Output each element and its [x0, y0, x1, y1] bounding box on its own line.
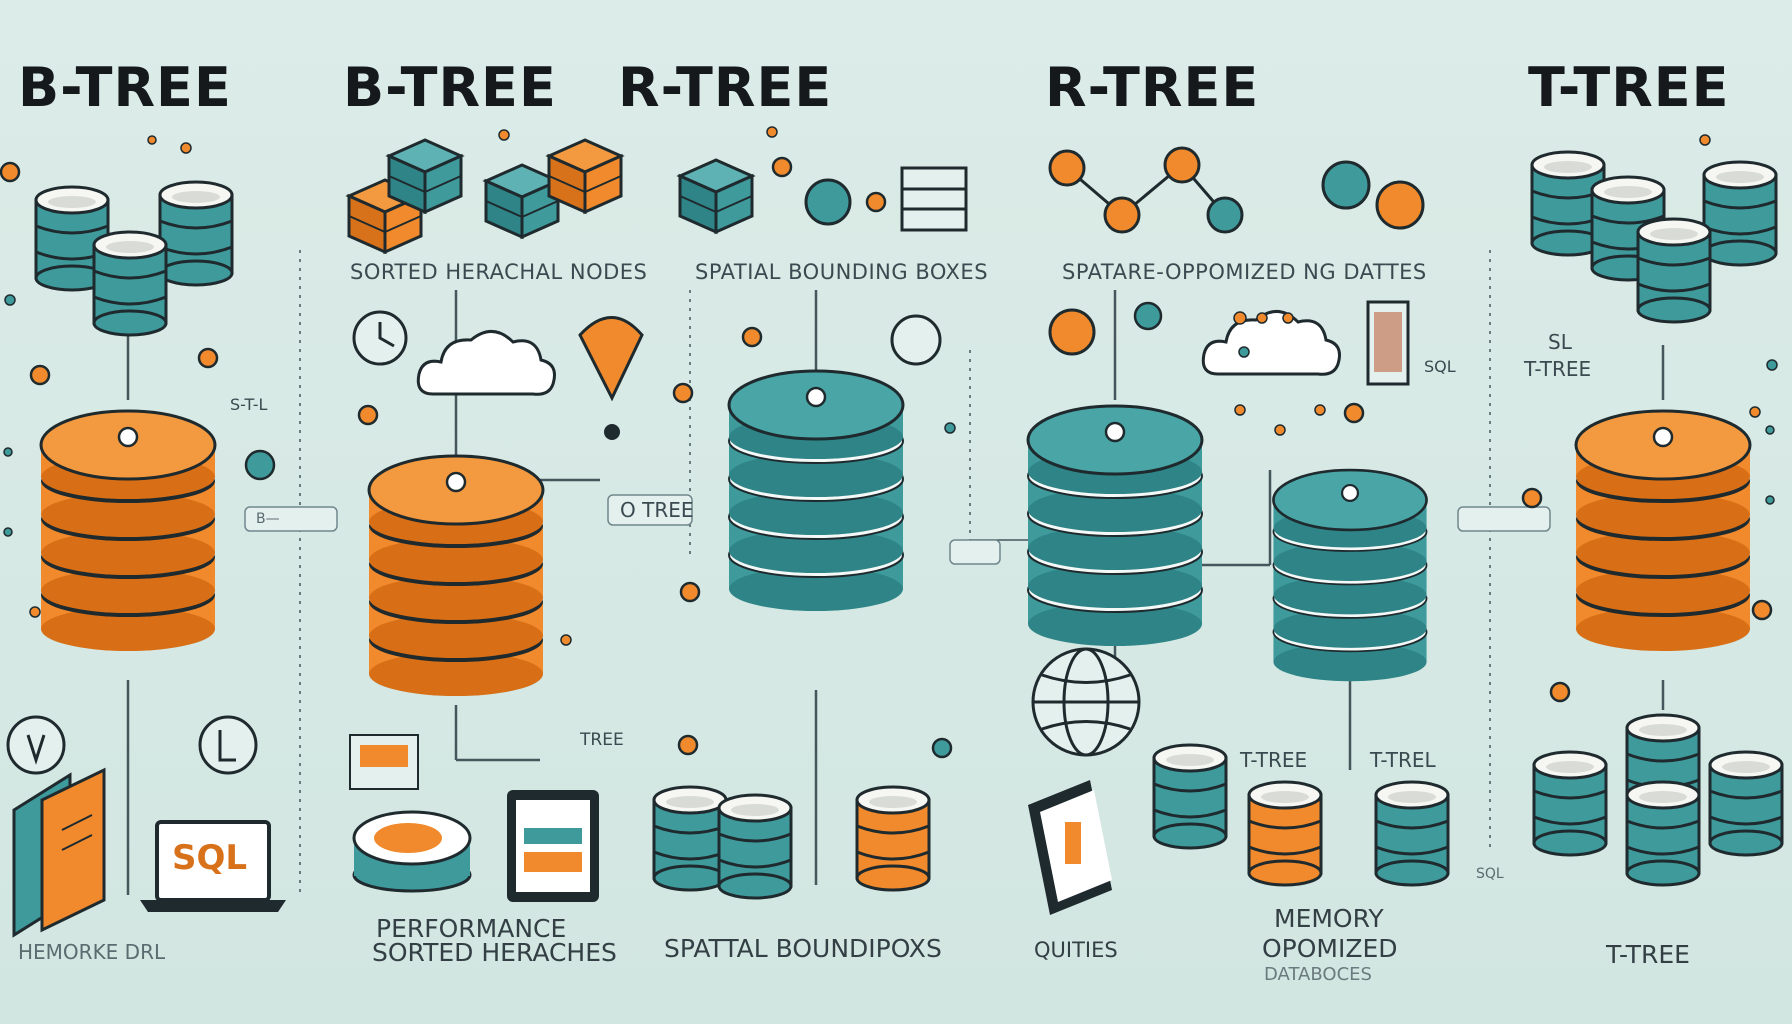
link-tags	[244, 494, 1551, 565]
laptop-icon	[140, 820, 286, 912]
col4-teal-stack-b	[1272, 468, 1428, 683]
col2-decor	[352, 310, 701, 603]
col1-db-cluster	[34, 180, 234, 337]
decorative-dots-teal	[3, 294, 1778, 537]
col4-mid	[1048, 300, 1410, 424]
col5-db-cluster	[1530, 150, 1778, 324]
caption-spattal: SPATTAL BOUNDIPOXS	[664, 934, 942, 963]
col5-orange-stack	[1574, 409, 1752, 653]
caption-opomized: OPOMIZED	[1262, 934, 1398, 963]
title-rtree-2: R-TREE	[1045, 56, 1260, 119]
col3-teal-stack	[727, 369, 905, 613]
label-sl: SL	[1548, 330, 1572, 354]
title-btree-2: B-TREE	[343, 56, 557, 119]
globe-icon	[1031, 647, 1141, 757]
col2-disc	[352, 810, 472, 893]
caption-performance: PERFORMANCE	[376, 914, 567, 943]
col4-teal-stack-a	[1026, 404, 1204, 648]
col2-panel	[349, 734, 419, 790]
col5-dbs	[1532, 713, 1784, 887]
caption-ttree: T-TREE	[1606, 940, 1690, 969]
label-sql-bottom: SQL	[1476, 866, 1504, 882]
caption-memory: MEMORY	[1274, 904, 1384, 933]
col2-cubes	[347, 138, 623, 254]
laptop-sql-label: SQL	[172, 838, 248, 878]
title-ttree: T-TREE	[1528, 56, 1730, 119]
label-ttree-b: T-TREL	[1370, 748, 1436, 772]
caption-quities: QUITIES	[1034, 938, 1118, 962]
title-rtree-1: R-TREE	[618, 56, 833, 119]
label-sql-right: SQL	[1424, 357, 1456, 376]
label-tree-small: TREE	[580, 730, 624, 750]
caption-databoces: DATABOCES	[1264, 964, 1372, 985]
book-icon	[12, 767, 106, 938]
caption-hemorke: HEMORKE DRL	[18, 940, 166, 964]
subtitle-sorted-nodes: SORTED HERACHAL NODES	[350, 260, 648, 284]
col2-orange-stack	[367, 454, 545, 698]
col1-decor	[0, 161, 276, 775]
title-btree-1: B-TREE	[18, 56, 232, 119]
label-b-link: B—	[256, 511, 280, 527]
col3-top	[678, 156, 968, 348]
label-ttree-side: T-TREE	[1524, 357, 1592, 381]
label-ttree-a: T-TREE	[1240, 748, 1308, 772]
subtitle-spatial-boxes: SPATIAL BOUNDING BOXES	[695, 260, 989, 284]
label-otree: O TREE	[620, 498, 694, 522]
col4-network	[1048, 146, 1425, 234]
col3-server	[900, 166, 968, 232]
document-icon	[507, 790, 599, 902]
decorative-dots	[29, 126, 1761, 646]
col3-gear	[890, 314, 942, 366]
col3-bottom	[652, 734, 953, 900]
subtitle-spatare: SPATARE-OPPOMIZED NG DATTES	[1062, 260, 1427, 284]
label-stl: S-T-L	[230, 395, 268, 414]
caption-sorted-heraches: SORTED HERACHES	[372, 938, 617, 967]
col4-document	[1028, 780, 1112, 915]
col1-orange-stack	[39, 409, 217, 653]
